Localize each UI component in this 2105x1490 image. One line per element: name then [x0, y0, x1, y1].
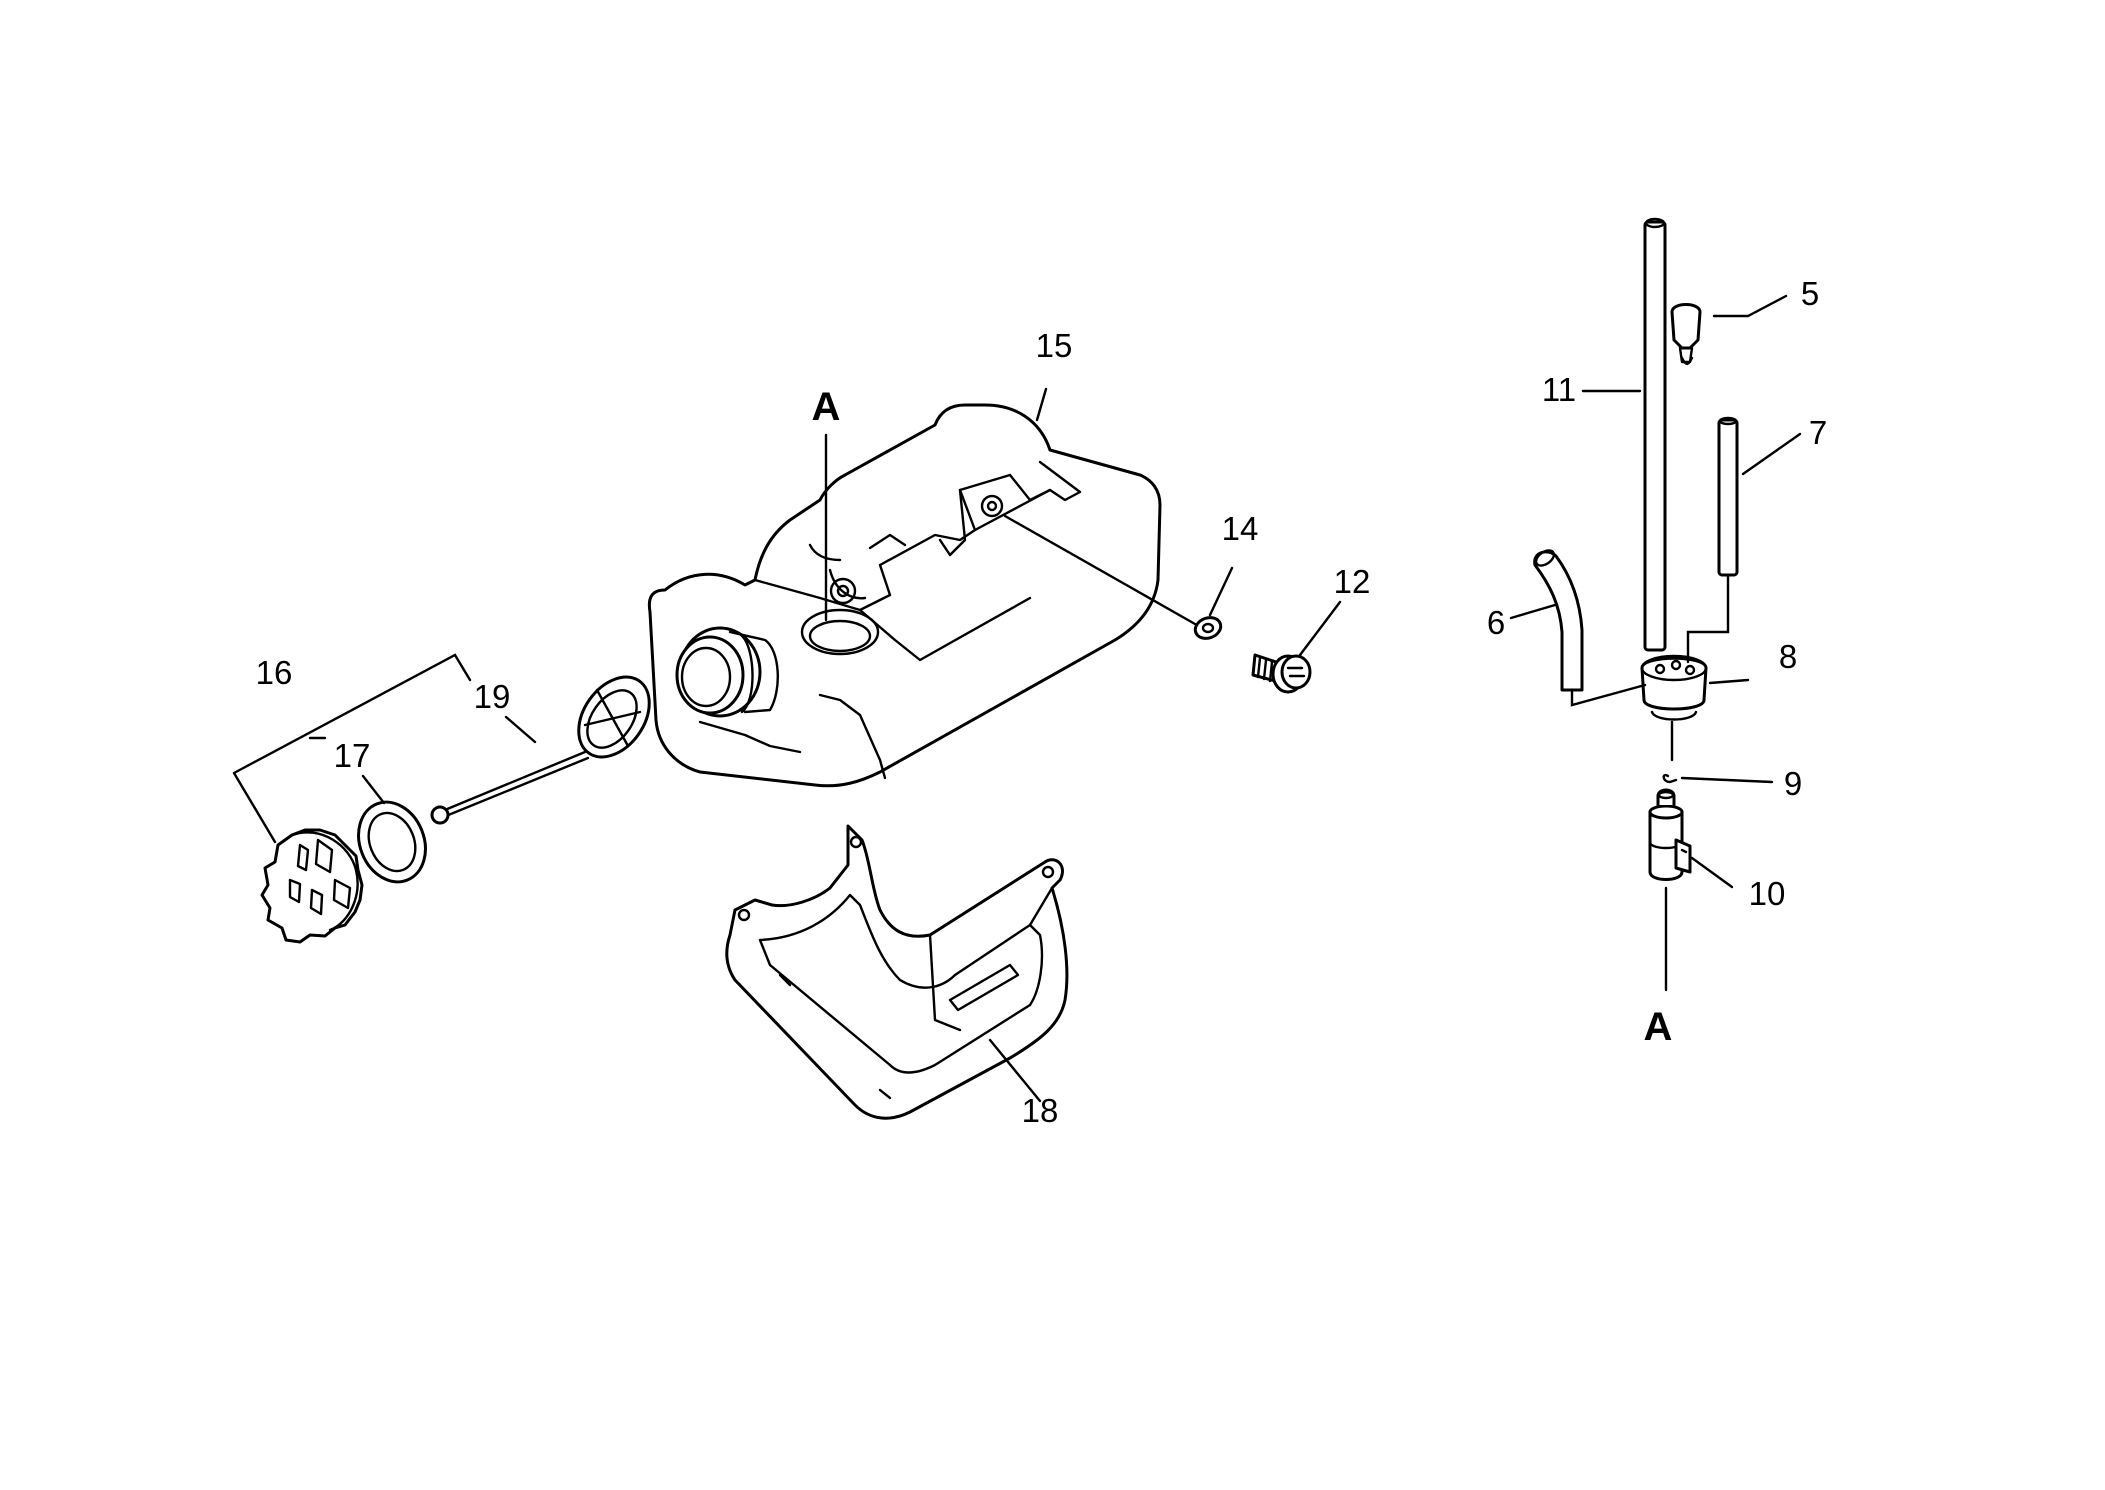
- leader-8: [1708, 678, 1750, 685]
- callout-18: 18: [1022, 1092, 1059, 1129]
- callout-6: 6: [1487, 604, 1505, 641]
- leader-18: [988, 1038, 1042, 1103]
- grommet: [1640, 654, 1708, 721]
- leader-lines: [232, 294, 1802, 1103]
- callout-labels: 15 A 14 12 16 17 19 18 11 5 7 6 8 9 10 A: [256, 275, 1828, 1129]
- callout-10: 10: [1749, 875, 1786, 912]
- filter-assembly: [430, 675, 651, 825]
- leader-5: [1712, 294, 1788, 318]
- long-tube: [1643, 217, 1667, 652]
- leader-17: [361, 774, 386, 805]
- tank-bracket: [725, 824, 1069, 1120]
- small-clip: [1662, 773, 1678, 784]
- leader-15: [1035, 387, 1048, 422]
- callout-9: 9: [1784, 765, 1802, 802]
- short-tube: [1717, 416, 1739, 577]
- leader-14: [1208, 566, 1234, 617]
- fuel-tank: [647, 403, 1162, 788]
- ref-label-a-bottom: A: [1644, 1005, 1673, 1049]
- filter-body: [1648, 788, 1692, 881]
- callout-15: 15: [1036, 327, 1073, 364]
- leader-9: [1680, 776, 1774, 784]
- callout-8: 8: [1779, 638, 1797, 675]
- leader-6: [1509, 603, 1557, 620]
- fuel-cap: [260, 828, 364, 944]
- callout-12: 12: [1334, 563, 1371, 600]
- leader-16-bracket: [232, 653, 472, 844]
- callout-7: 7: [1809, 414, 1827, 451]
- leader-10: [1690, 856, 1734, 889]
- leader-12: [1298, 600, 1342, 657]
- ref-label-a-top: A: [812, 385, 841, 429]
- curved-hose: [1533, 549, 1584, 692]
- leader-hose-to-grommet: [1570, 683, 1647, 707]
- callout-17: 17: [334, 737, 371, 774]
- callout-14: 14: [1222, 510, 1259, 547]
- leader-7: [1741, 432, 1802, 476]
- leader-tank-to-washer: [1003, 514, 1197, 626]
- callout-16: 16: [256, 654, 293, 691]
- callout-19: 19: [474, 678, 511, 715]
- leader-short-tube-to-grommet: [1686, 573, 1730, 664]
- gasket-ring: [357, 800, 427, 884]
- bolt: [1251, 653, 1312, 694]
- leader-19: [504, 715, 537, 744]
- washer: [1193, 616, 1223, 640]
- callout-11: 11: [1542, 371, 1576, 408]
- callout-5: 5: [1801, 275, 1819, 312]
- plug: [1670, 303, 1702, 366]
